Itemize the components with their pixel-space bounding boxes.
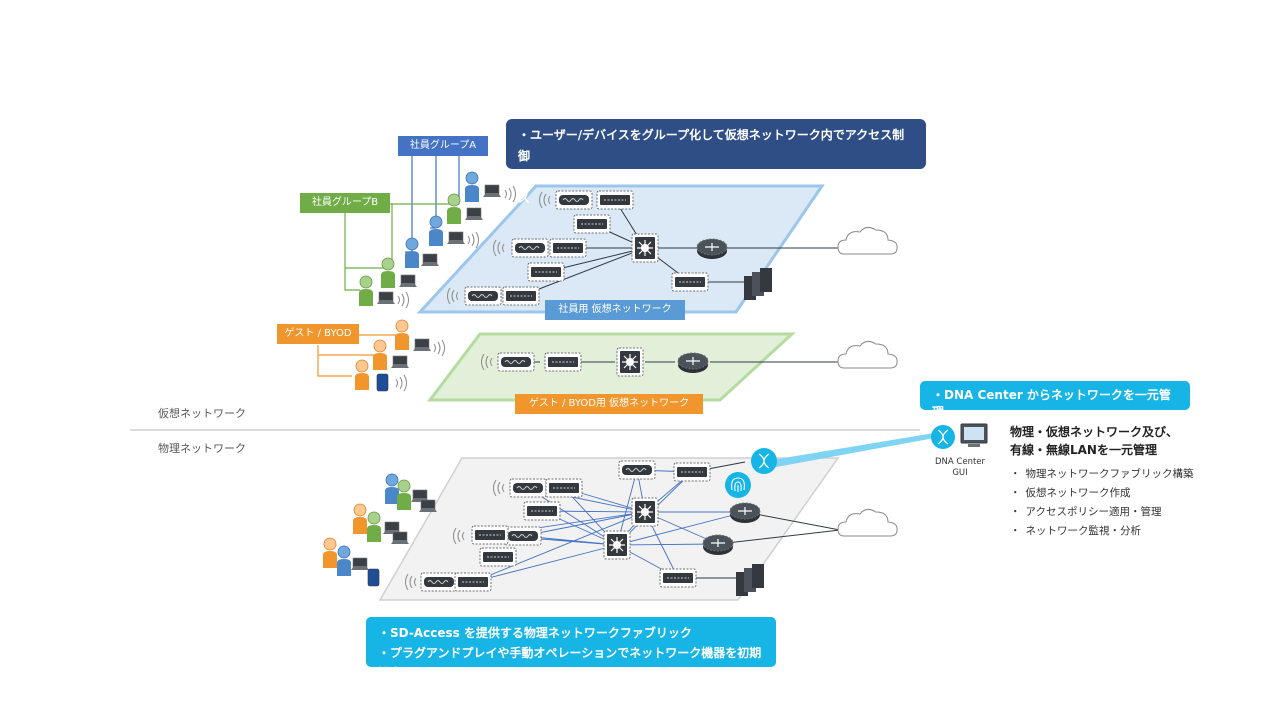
guest-group-label: ゲスト / BYOD	[277, 324, 359, 344]
dna-center-label-line-1: DNA Center	[934, 457, 986, 467]
dna-title-line-1: 物理・仮想ネットワーク及び、	[1010, 425, 1179, 439]
bottom-callout-line-1: ・SD-Access を提供する物理ネットワークファブリック	[378, 626, 692, 640]
dna-feature-item: ・物理ネットワークファブリック構築	[1010, 468, 1194, 480]
group-b-label: 社員グループB	[300, 193, 390, 213]
dna-feature-item: ・仮想ネットワーク作成	[1010, 487, 1131, 499]
dna-feature-item: ・アクセスポリシー適用・管理	[1010, 506, 1162, 518]
dna-feature-text: ネットワーク監視・分析	[1025, 525, 1142, 537]
dna-callout: ・DNA Center からネットワークを一元管理	[920, 381, 1190, 419]
management-beam	[760, 432, 940, 470]
dna-center-link-icon	[751, 448, 777, 474]
physical-uplinks	[678, 461, 841, 579]
employee-plane	[416, 184, 825, 314]
physical-layer-label: 物理ネットワーク	[158, 442, 246, 455]
dna-feature-item: ・ネットワーク監視・分析	[1010, 525, 1142, 537]
dna-center-gui-label: DNA Center GUI	[920, 457, 1000, 479]
gui-monitor-icon	[960, 423, 988, 447]
dna-center-label-line-2: GUI	[952, 468, 968, 478]
dna-feature-text: 仮想ネットワーク作成	[1025, 487, 1131, 499]
fingerprint-icon	[725, 472, 751, 498]
employee-plane-links	[520, 199, 840, 297]
top-callout-line-1: ・ユーザー/デバイスをグループ化して仮想ネットワーク内でアクセス制御	[518, 128, 905, 163]
employee-plane-label: 社員用 仮想ネットワーク	[545, 300, 685, 320]
bottom-callout-line-2: ・プラグアンドプレイや手動オペレーションでネットワーク機器を初期設定	[378, 646, 762, 680]
dna-center-description-title: 物理・仮想ネットワーク及び、 有線・無線LANを一元管理	[1010, 423, 1178, 459]
guest-plane-label: ゲスト / BYOD用 仮想ネットワーク	[515, 394, 703, 414]
guest-bracket	[317, 334, 400, 377]
virtual-layer-label: 仮想ネットワーク	[158, 407, 246, 420]
bottom-callout: ・SD-Access を提供する物理ネットワークファブリック ・プラグアンドプレ…	[366, 617, 776, 680]
top-callout-line-2: ・ユーザーに紐づくポリシーで何処からでも適切にネットワークにアクセス	[518, 170, 913, 205]
dna-feature-text: 物理ネットワークファブリック構築	[1025, 468, 1194, 480]
physical-users	[322, 473, 438, 587]
guest-plane	[426, 332, 796, 402]
top-callout: ・ユーザー/デバイスをグループ化して仮想ネットワーク内でアクセス制御 ・ユーザー…	[506, 119, 926, 205]
dna-feature-text: アクセスポリシー適用・管理	[1025, 506, 1162, 518]
dna-title-line-2: 有線・無線LANを一元管理	[1010, 443, 1157, 457]
group-b-bracket	[344, 203, 452, 291]
dna-center-icon	[931, 425, 955, 449]
guest-users	[354, 319, 445, 392]
physical-links	[472, 469, 746, 583]
group-a-label: 社員グループA	[398, 136, 488, 156]
dna-feature-list: ・物理ネットワークファブリック構築 ・仮想ネットワーク作成 ・アクセスポリシー適…	[1010, 465, 1194, 541]
